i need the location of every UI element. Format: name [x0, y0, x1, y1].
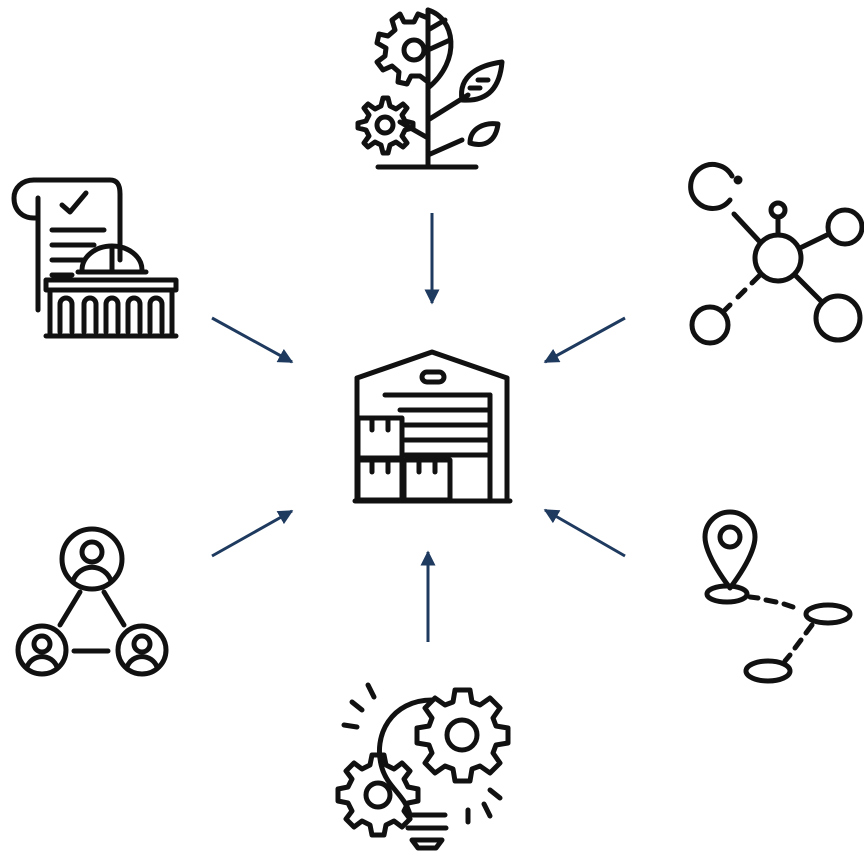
innovation-lightbulb-gears-icon: [335, 682, 511, 851]
arrow-upper-left: [211, 316, 294, 364]
arrows: [211, 213, 626, 642]
warehouse-icon: [352, 349, 513, 504]
people-network-icon: [15, 526, 169, 677]
arrow-lower-right: [543, 508, 626, 558]
arrow-upper-right: [543, 316, 626, 364]
government-regulation-icon: [11, 177, 179, 339]
route-map-pin-icon: [702, 509, 853, 684]
sustainability-gear-plant-icon: [355, 7, 505, 170]
arrow-lower-left: [211, 509, 294, 558]
network-nodes-icon: [688, 161, 864, 346]
